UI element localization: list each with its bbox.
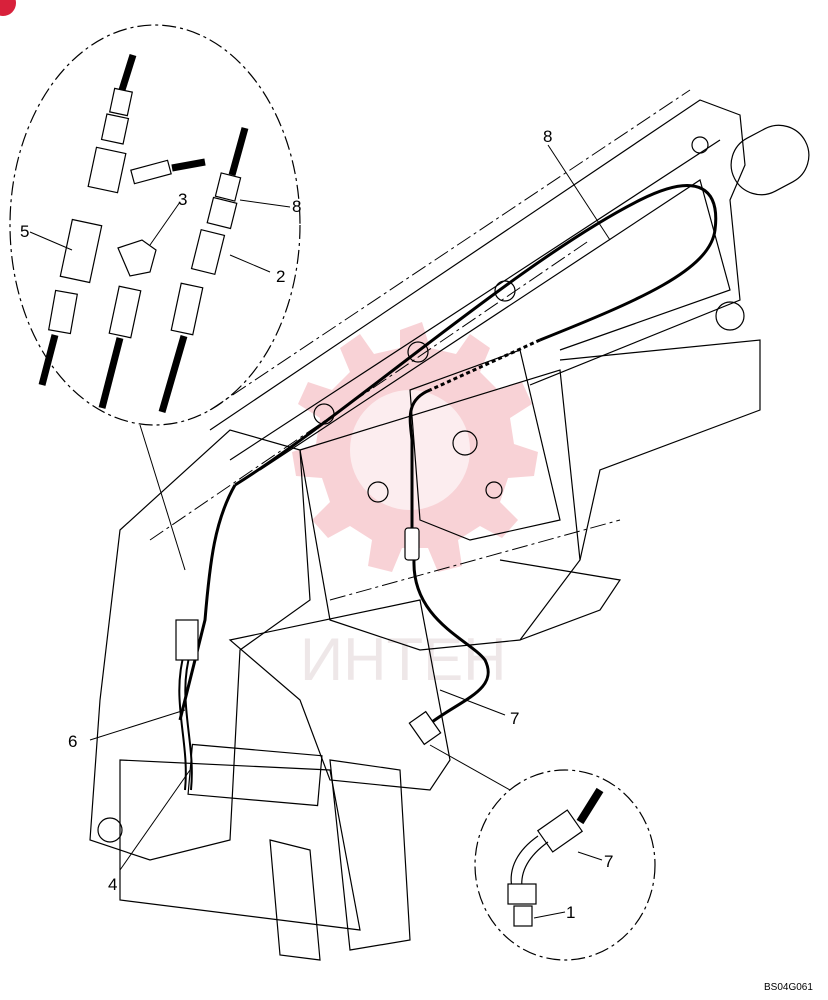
- frame-dash-dot-lines: [149, 89, 691, 601]
- drawing-reference: BS04G061: [764, 982, 813, 993]
- callout-6: 6: [68, 732, 78, 751]
- hose-4: [178, 649, 193, 791]
- callout-8-detail: 8: [292, 197, 302, 216]
- hose-8: [178, 184, 718, 721]
- hose-7: [410, 440, 490, 727]
- callout-5: 5: [20, 222, 30, 241]
- callout-leaders: [89, 144, 611, 871]
- corner-badge: [0, 0, 16, 16]
- detail-view-fittings: [9, 24, 301, 571]
- loader-frame: [89, 99, 810, 961]
- watermark-text: ИНТЕН: [300, 626, 506, 693]
- callout-2: 2: [276, 267, 286, 286]
- callout-7-detail: 7: [604, 852, 614, 871]
- callout-1: 1: [566, 903, 576, 922]
- callout-8-main: 8: [543, 127, 553, 146]
- fittings-main: [175, 527, 442, 746]
- callout-3: 3: [178, 190, 188, 209]
- callout-4: 4: [108, 875, 118, 894]
- callout-7-main: 7: [510, 709, 520, 728]
- detail-view-elbow: [474, 769, 656, 961]
